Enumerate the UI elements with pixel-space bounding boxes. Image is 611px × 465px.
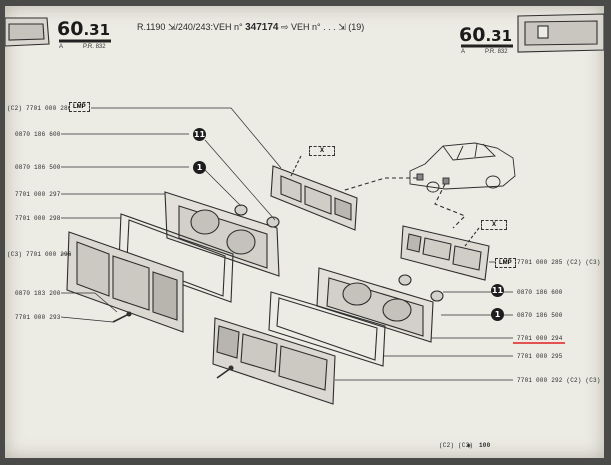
section-number-left: 60.31 <box>57 18 111 40</box>
part-ref-right: 7701 000 285 (C2) (C3) <box>517 259 601 266</box>
page-number: 100 <box>479 442 491 449</box>
section-sub-left: A <box>59 44 64 50</box>
pr-code-left: P.R. 832 <box>83 44 106 50</box>
part-ref-right: 0870 186 500 <box>517 312 563 319</box>
fasteners <box>234 204 444 302</box>
part-ref-right-highlighted: 7701 000 294 <box>517 335 563 342</box>
part-ref-left: (C3) 7701 000 296 <box>7 251 72 258</box>
part-ref-left: 0870 186 600 <box>15 131 61 138</box>
pr-code-right: P.R. 832 <box>485 49 508 55</box>
lens-right <box>212 317 336 405</box>
part-ref-left: 7701 000 297 <box>15 191 61 198</box>
lens-left <box>66 231 184 333</box>
lamp-assembly-upper <box>270 165 358 231</box>
eye-icon: ◉ <box>467 442 471 449</box>
car-illustration <box>409 142 516 193</box>
part-ref-left: 0870 183 200 <box>15 290 61 297</box>
part-ref-right: 7701 000 292 (C2) (C3) <box>517 377 601 384</box>
part-ref-left: 7701 000 298 <box>15 215 61 222</box>
x-badge: X <box>481 220 508 230</box>
gasket-left <box>118 213 234 303</box>
catalog-page: 60.31 A P.R. 832 R.1190 ⇲/240/243:VEH n°… <box>5 6 604 458</box>
part-ref-left: (C2) 7701 000 286 <box>7 105 72 112</box>
part-ref-right: 0870 186 600 <box>517 289 563 296</box>
footer-codes: (C2) (C3) <box>439 442 474 449</box>
callout-circle: 11 <box>193 128 206 141</box>
callout-circle: 1 <box>193 161 206 174</box>
exploded-diagram <box>5 13 604 405</box>
x-badge: X <box>309 146 336 156</box>
part-ref-right: 7701 000 295 <box>517 353 563 360</box>
part-ref-left: 0870 186 500 <box>15 164 61 171</box>
part-ref-left: 7701 000 293 <box>15 314 61 321</box>
callout-circle: 1 <box>491 308 504 321</box>
lmp-badge: LMP <box>495 258 516 268</box>
gasket-right <box>268 291 386 367</box>
lamp-assembly-right <box>400 225 490 281</box>
housing-left <box>164 191 280 277</box>
arrow-icon: ⇲ <box>167 22 176 32</box>
arrow-icon: ⇲ <box>338 22 346 32</box>
housing-right <box>316 267 434 343</box>
reference-line: R.1190 ⇲/240/243:VEH n° 347174 ⇨ VEH n° … <box>137 22 365 33</box>
lmp-badge: LMP <box>69 102 90 112</box>
callout-circle: 11 <box>491 284 504 297</box>
section-number-right: 60.31 <box>459 24 513 46</box>
section-sub-right: A <box>461 49 466 55</box>
